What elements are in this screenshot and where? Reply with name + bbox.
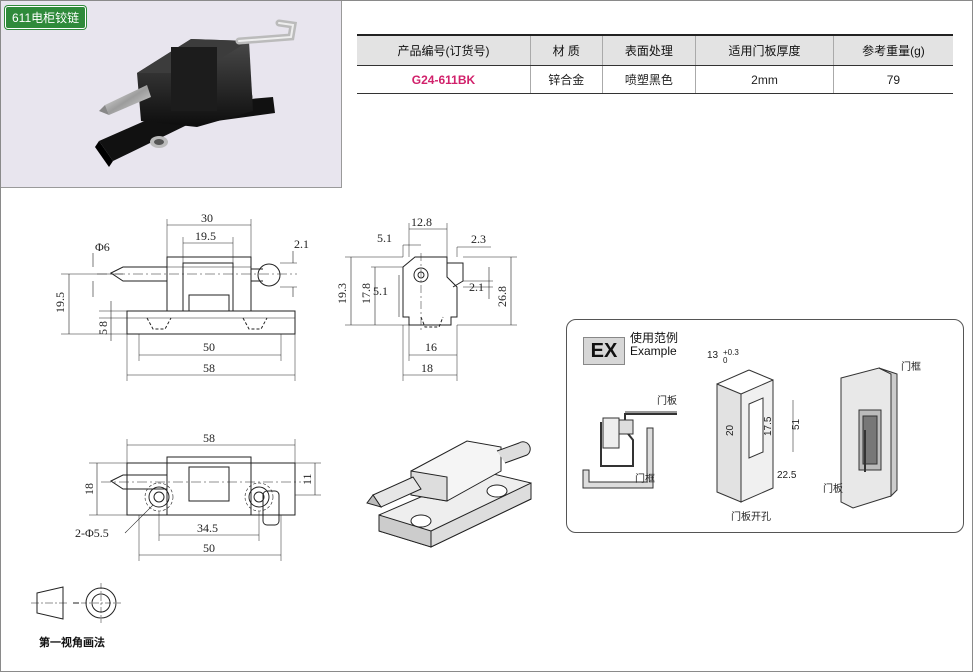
example-dim-20: 20 [725, 424, 736, 436]
example-panel: EX 使用范例 Example [566, 319, 964, 533]
technical-drawings: 30 19.5 2.1 Φ6 19.5 8 5 50 58 12.8 5.1 2… [31, 211, 532, 623]
example-cutout [716, 369, 794, 503]
dim-26-8: 26.8 [495, 286, 509, 307]
col-part-number: 产品编号(订货号) [357, 34, 531, 66]
dim-58: 58 [203, 361, 215, 375]
example-section [582, 411, 677, 489]
dim-16: 16 [425, 340, 437, 354]
example-label-cutout: 门板开孔 [731, 510, 771, 523]
cell-part-number: G24-611BK [357, 65, 531, 94]
cell-material: 锌合金 [529, 65, 603, 94]
hinge-photo [95, 19, 298, 167]
table-row: G24-611BK 锌合金 喷塑黑色 2mm 79 [357, 65, 953, 94]
example-title-en: Example [630, 344, 677, 358]
col-weight: 参考重量(g) [832, 34, 953, 66]
dim-34-5: 34.5 [197, 521, 218, 535]
col-material: 材 质 [529, 34, 603, 66]
dim-50: 50 [203, 340, 215, 354]
example-title: 使用范例 Example [630, 332, 678, 358]
example-title-cn: 使用范例 [630, 331, 679, 345]
dim-holes: 2-Φ5.5 [75, 526, 109, 540]
side-view [345, 223, 517, 381]
example-dim-tol0: 0 [723, 356, 728, 365]
col-door-thickness: 适用门板厚度 [695, 34, 834, 66]
example-dim-tol: +0.3 [723, 348, 739, 357]
example-label-door2: 门板 [823, 482, 843, 495]
product-photo-panel: 611电柜铰链 [1, 1, 342, 188]
top-view [89, 439, 321, 561]
dim-5-1-mid: 5.1 [373, 284, 388, 298]
dim-19-5: 19.5 [195, 229, 216, 243]
cell-weight: 79 [832, 65, 953, 94]
dim-2-3: 2.3 [471, 232, 486, 246]
dim-8: 8 [96, 321, 110, 327]
example-label-door: 门板 [657, 394, 677, 407]
dim-19-3: 19.3 [335, 283, 349, 304]
dim-5-1-top: 5.1 [377, 231, 392, 245]
example-dim-17-5: 17.5 [763, 416, 774, 436]
dim-phi6: Φ6 [95, 240, 110, 254]
cell-door-thickness: 2mm [695, 65, 834, 94]
example-mounted [840, 367, 898, 509]
dim-top-50: 50 [203, 541, 215, 555]
product-badge: 611电柜铰链 [5, 6, 87, 29]
cell-surface: 喷塑黑色 [601, 65, 696, 94]
dim-top-18: 18 [82, 483, 96, 495]
spec-table: 产品编号(订货号) 材 质 表面处理 适用门板厚度 参考重量(g) G24-61… [357, 34, 953, 94]
dim-h19-5: 19.5 [53, 292, 67, 313]
dim-12-8: 12.8 [411, 215, 432, 229]
dim-top-58: 58 [203, 431, 215, 445]
front-view [61, 219, 297, 381]
dim-30: 30 [201, 211, 213, 225]
projection-symbol [31, 583, 121, 623]
example-dim-22-5: 22.5 [777, 470, 797, 481]
col-surface: 表面处理 [601, 34, 696, 66]
dim-18: 18 [421, 361, 433, 375]
example-label-frame: 门框 [635, 472, 655, 485]
projection-label: 第一视角画法 [39, 637, 105, 649]
spec-table-header: 产品编号(订货号) 材 质 表面处理 适用门板厚度 参考重量(g) [357, 34, 953, 66]
example-illustration: 门板 门框 门板开孔 门框 门板 13 +0.3 0 20 17.5 51 22… [582, 348, 921, 523]
dim-2-1: 2.1 [294, 237, 309, 251]
isometric-view [366, 440, 532, 548]
dim-17-8: 17.8 [359, 283, 373, 304]
example-dim-13: 13 [707, 350, 719, 361]
example-badge: EX [583, 337, 625, 365]
example-label-frame2: 门框 [901, 360, 921, 373]
dim-top-11: 11 [300, 473, 314, 485]
dim-5: 5 [96, 329, 110, 335]
example-dim-51: 51 [791, 418, 802, 430]
dim-side-2-1: 2.1 [469, 280, 484, 294]
